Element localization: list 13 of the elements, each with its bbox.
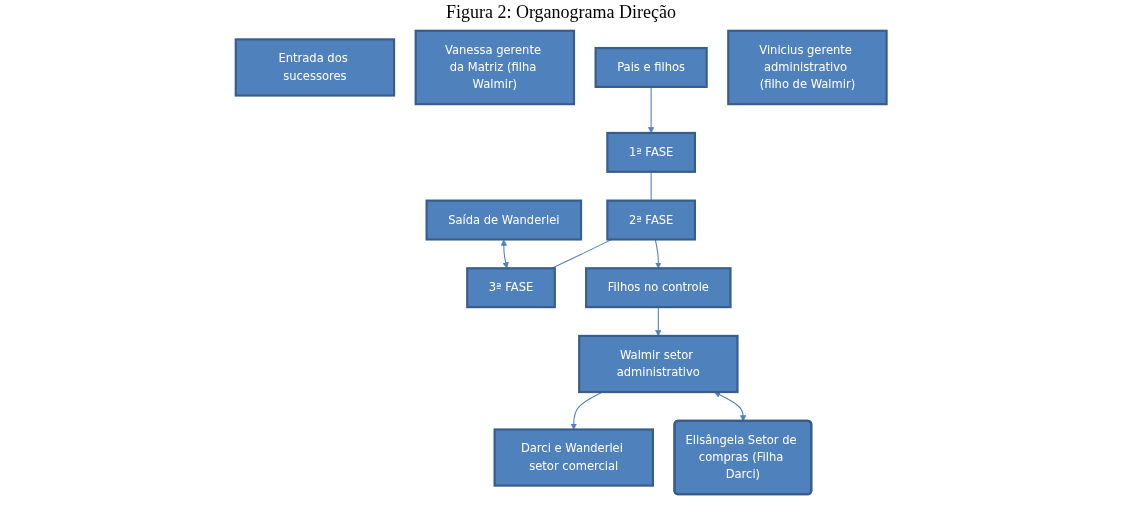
node-box: Saída de Wanderlei (425, 199, 582, 241)
node-box: Filhos no controle (584, 267, 732, 309)
node-box: Walmir setor administrativo (577, 334, 739, 394)
node-box: Darci e Wanderlei setor comercial (493, 428, 654, 487)
figure-title: Figura 2: Organograma Direção (444, 2, 678, 23)
node-box: Entrada dos sucessores (234, 38, 395, 97)
node-box: Vanessa gerente da Matriz (filha Walmir) (414, 29, 575, 106)
node-box: Vinicius gerente administrativo (filho de Walmir) (727, 29, 888, 106)
arrow (500, 239, 509, 269)
node-box: Pais e filhos (594, 46, 708, 88)
node-box: 1ª FASE (606, 131, 696, 173)
node-box: 3ª FASE (465, 267, 556, 309)
node-box: 2ª FASE (606, 199, 696, 241)
